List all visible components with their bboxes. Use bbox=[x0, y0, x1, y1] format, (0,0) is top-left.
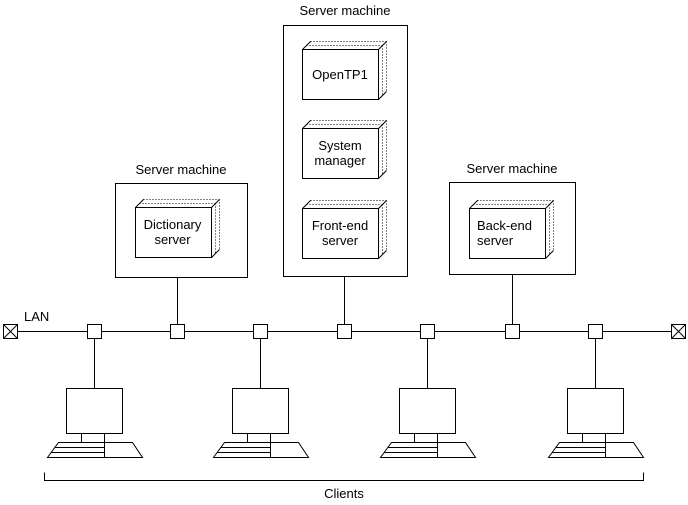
component-label-back-end-server: Back-end server bbox=[477, 218, 532, 248]
lan-tap-left-server bbox=[170, 324, 185, 339]
lan-tap-client-3 bbox=[420, 324, 435, 339]
component-label-front-end-server: Front-end server bbox=[311, 218, 369, 248]
lan-tap-right-server bbox=[505, 324, 520, 339]
lan-terminator-right-icon bbox=[671, 324, 686, 339]
client-computer-icon-2 bbox=[213, 388, 309, 458]
lan-tap-client-4 bbox=[588, 324, 603, 339]
client-computer-icon-3 bbox=[380, 388, 476, 458]
clients-label: Clients bbox=[324, 486, 364, 501]
lan-terminator-left-icon bbox=[3, 324, 18, 339]
lan-tap-center-server bbox=[337, 324, 352, 339]
server-machine-label-left: Server machine bbox=[135, 162, 227, 177]
component-label-system-manager: System manager bbox=[314, 138, 366, 168]
server-machine-label-right: Server machine bbox=[466, 161, 558, 176]
server-machine-box-left bbox=[115, 183, 248, 278]
lan-tap-client-2 bbox=[253, 324, 268, 339]
lan-tap-client-1 bbox=[87, 324, 102, 339]
client-computer-icon-1 bbox=[47, 388, 143, 458]
server-machine-label-center: Server machine bbox=[299, 3, 391, 18]
lan-label: LAN bbox=[24, 309, 50, 324]
clients-bracket bbox=[44, 472, 644, 481]
component-label-dictionary-server: Dictionary server bbox=[143, 217, 202, 247]
component-label-opentp1: OpenTP1 bbox=[312, 67, 368, 82]
server-machine-box-center bbox=[283, 25, 408, 277]
client-computer-icon-4 bbox=[548, 388, 644, 458]
